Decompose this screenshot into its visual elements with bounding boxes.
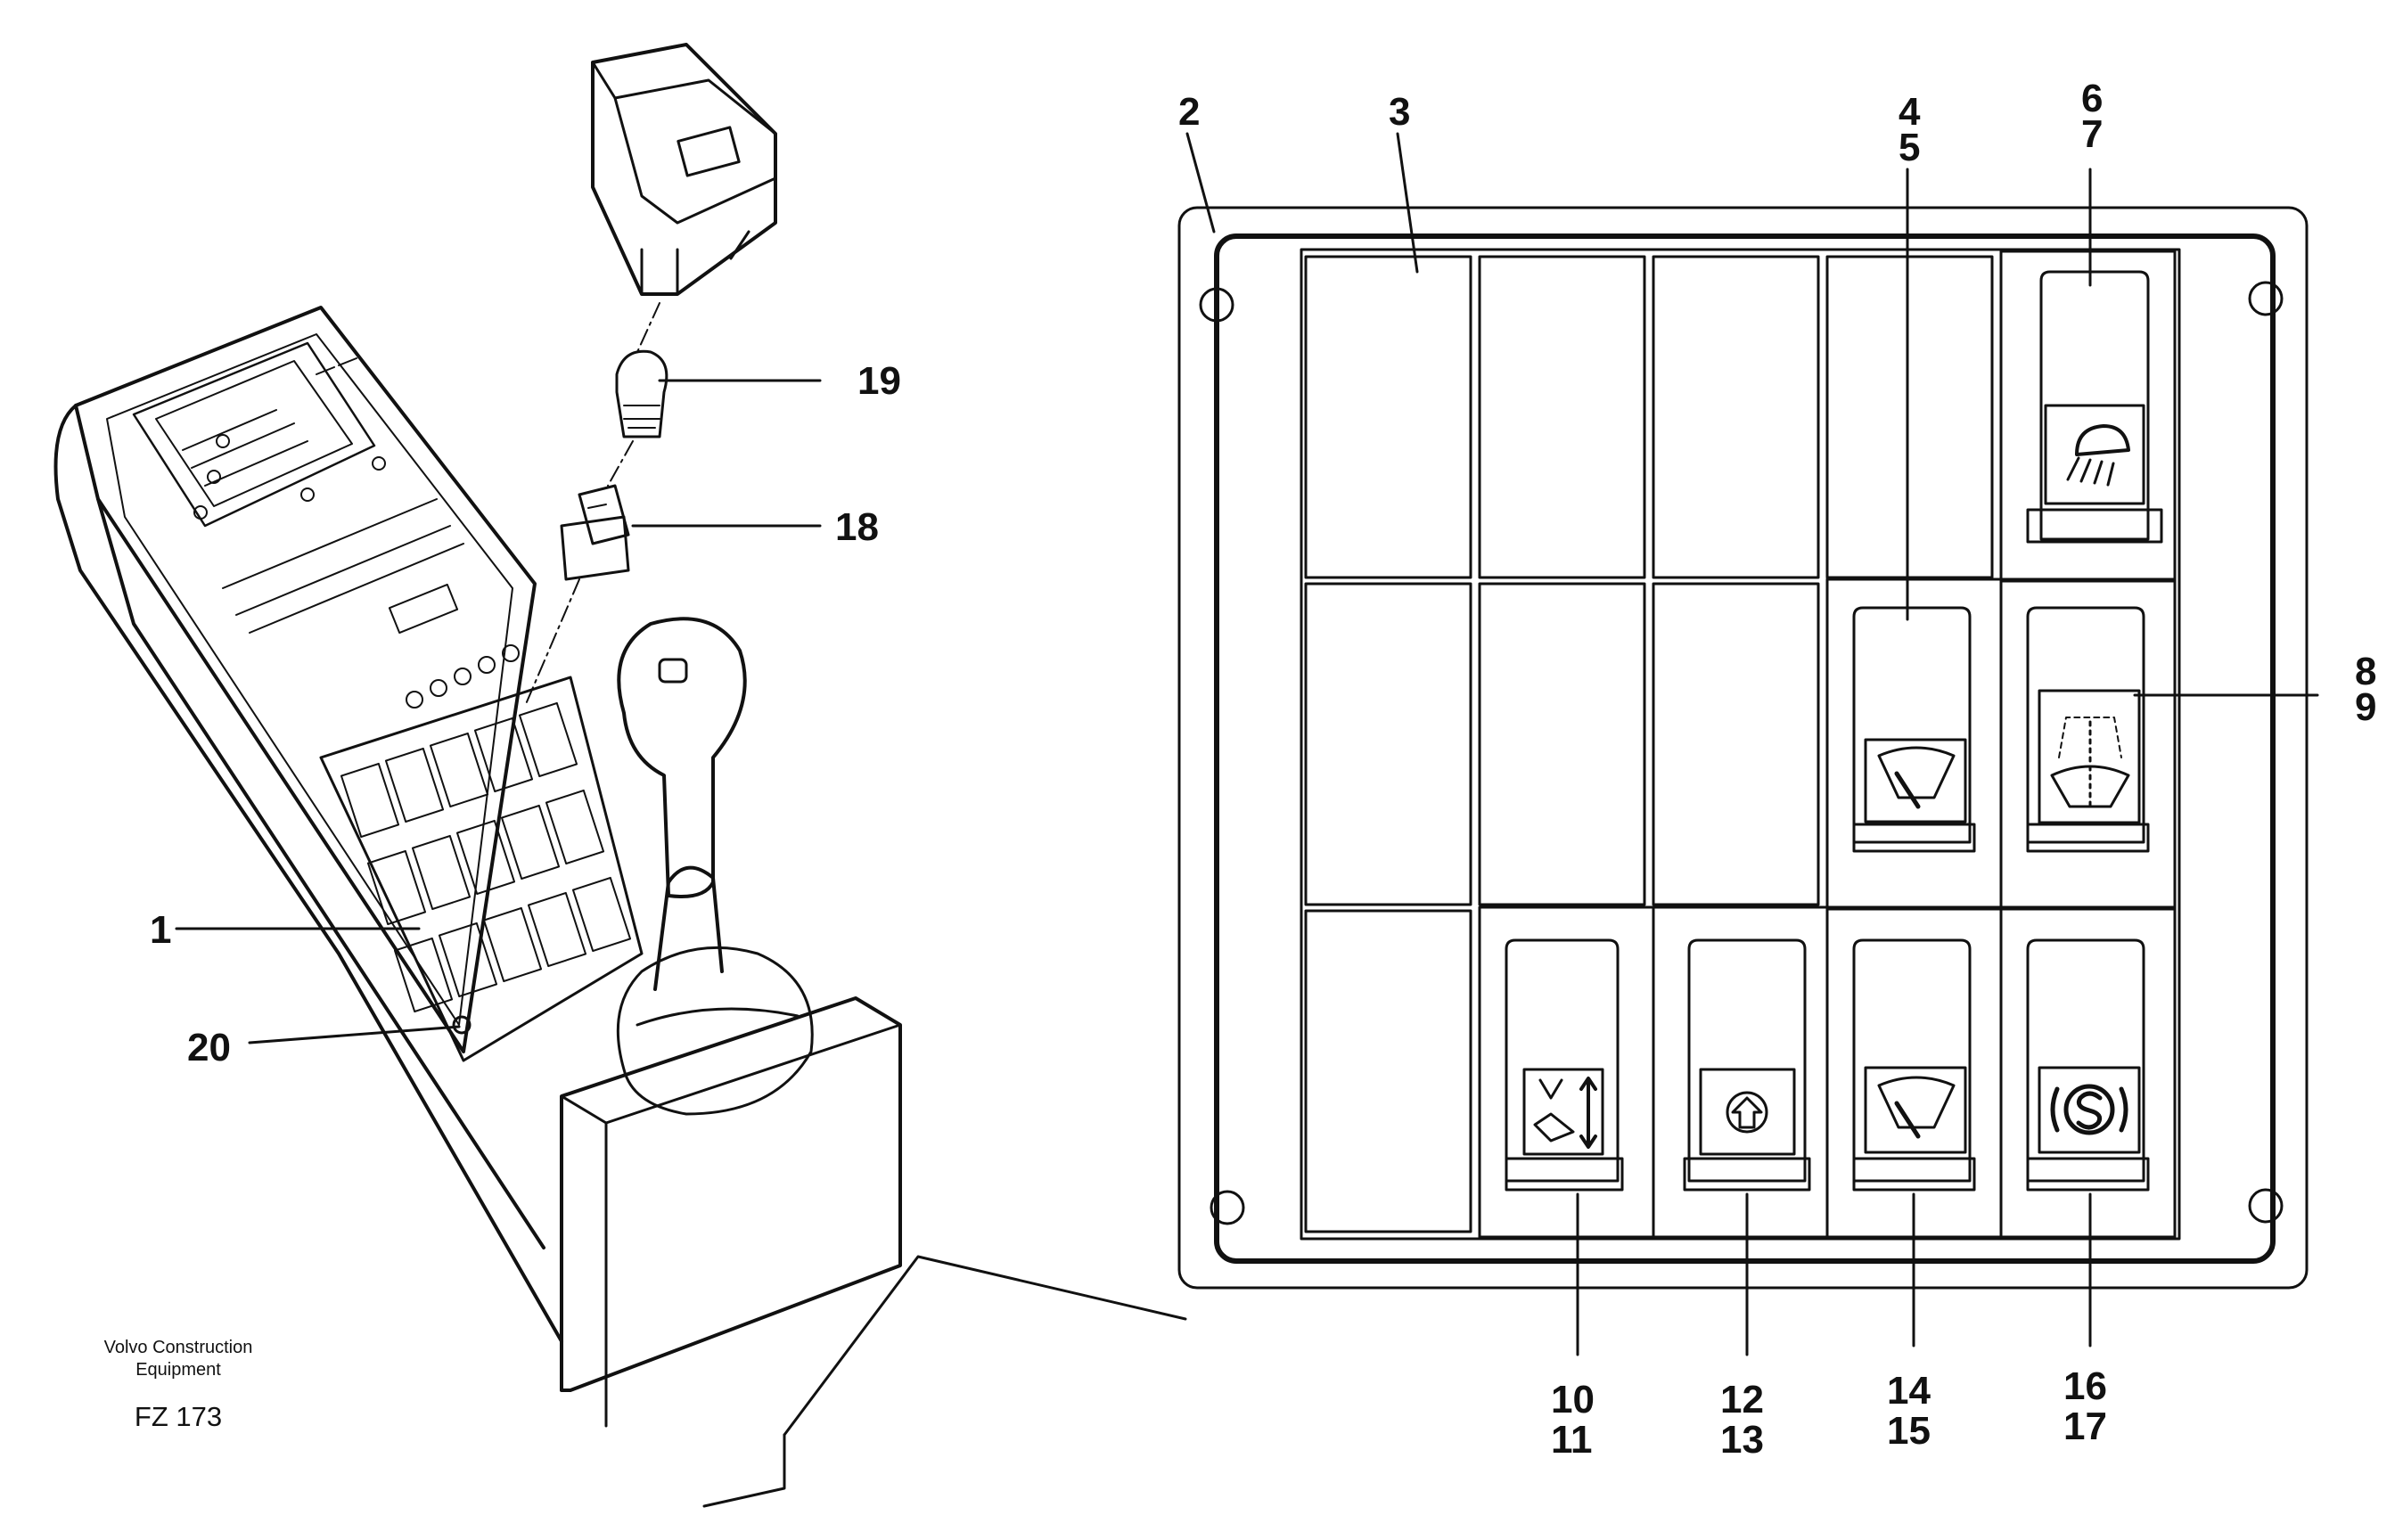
callout-4: 4 [1899, 90, 1921, 134]
figure-caption: Volvo Construction Equipment FZ 173 [104, 1338, 253, 1432]
callout-1: 1 [150, 908, 171, 952]
switch-rear-wiper[interactable] [1852, 938, 1976, 1192]
callout-10: 10 [1551, 1378, 1595, 1421]
callout-5: 5 [1899, 126, 1920, 169]
company-name-line2: Equipment [135, 1360, 221, 1380]
panel-plate [1177, 206, 2309, 1290]
blank-cover-r1c1 [1304, 255, 1472, 579]
boom-float-icon [1533, 1077, 1597, 1149]
callout-19: 19 [857, 359, 901, 403]
blank-cover-r3c1 [1304, 909, 1472, 1233]
callout-12: 12 [1720, 1378, 1764, 1421]
callout-9: 9 [2355, 685, 2376, 729]
work-light-icon [2066, 424, 2130, 487]
figure-code: FZ 173 [135, 1401, 222, 1432]
mounting-hole-icon [2248, 1188, 2284, 1224]
console-indicator-strip [222, 498, 520, 709]
switch-parking-brake[interactable] [2026, 938, 2150, 1192]
callout-17: 17 [2063, 1405, 2107, 1448]
blank-cover-r1c2 [1478, 255, 1646, 579]
console-illustration [53, 306, 644, 1343]
mounting-hole-icon [1210, 1190, 1245, 1225]
callout-11: 11 [1551, 1418, 1593, 1462]
callout-2: 2 [1178, 90, 1200, 134]
control-lever-illustration [560, 617, 1187, 1508]
console-display [132, 341, 386, 528]
wiper-washer-icon [2050, 717, 2130, 808]
blank-cover-r2c3 [1652, 582, 1820, 906]
panel-frame [1214, 233, 2276, 1264]
leader-lines-left [175, 379, 822, 1044]
mounting-hole-icon [2248, 281, 2284, 316]
callout-16: 16 [2063, 1364, 2107, 1408]
blank-cover-r2c2 [1478, 582, 1646, 906]
console-switch-keypad [319, 676, 644, 1062]
front-wiper-icon [1877, 746, 1956, 809]
callout-3: 3 [1389, 90, 1410, 134]
mounting-hole-icon [1199, 287, 1234, 323]
leader-lines-right [1185, 132, 2319, 1356]
arrow-up-circle-icon [1726, 1091, 1768, 1134]
switch-boom-float[interactable] [1505, 938, 1624, 1192]
callout-8: 8 [2355, 650, 2376, 693]
switch-panel [1177, 206, 2309, 1290]
callout-7: 7 [2081, 112, 2103, 156]
parking-brake-s-icon [2050, 1084, 2128, 1135]
rear-wiper-icon [1877, 1076, 1956, 1139]
blank-cover-r1c4 [1825, 255, 1994, 579]
company-name-line1: Volvo Construction [104, 1338, 253, 1357]
rocker-switch-exploded [591, 43, 777, 296]
callout-numbers: 1 20 19 18 2 3 4 5 6 7 8 9 10 11 12 13 1… [150, 77, 2376, 1462]
switch-arrow-up[interactable] [1683, 938, 1811, 1192]
bulb-holder [560, 484, 630, 581]
callout-18: 18 [835, 505, 879, 549]
callout-13: 13 [1720, 1418, 1764, 1462]
callout-6: 6 [2081, 77, 2103, 120]
console-mounting-screw [452, 1015, 472, 1035]
bulb [615, 349, 668, 438]
switch-work-light[interactable] [2026, 270, 2163, 544]
switch-front-wiper[interactable] [1852, 606, 1976, 853]
blank-cover-r1c3 [1652, 255, 1820, 579]
callout-20: 20 [187, 1026, 231, 1069]
callout-14: 14 [1887, 1369, 1931, 1413]
blank-cover-r2c1 [1304, 582, 1472, 906]
callout-15: 15 [1887, 1409, 1931, 1453]
switch-wiper-washer[interactable] [2026, 606, 2150, 853]
